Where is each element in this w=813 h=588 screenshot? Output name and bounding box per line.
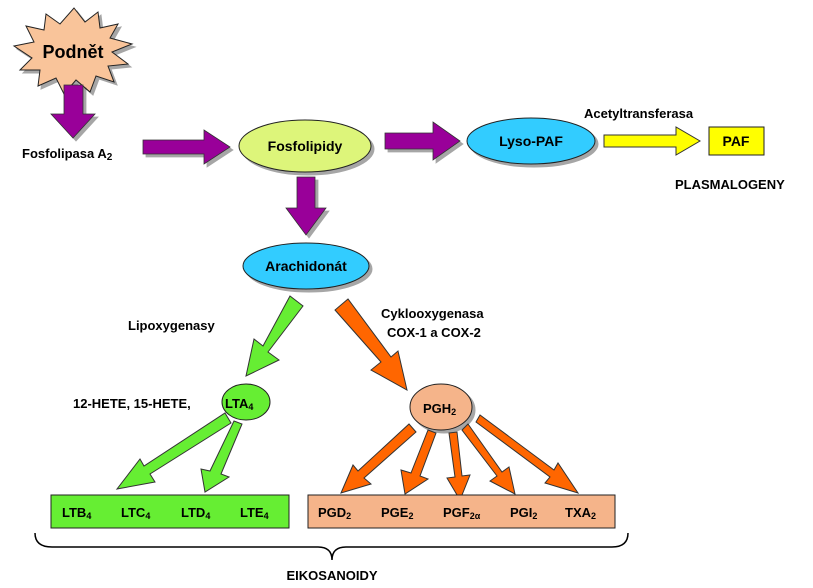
arrow-pgh-to-txa	[475, 414, 580, 494]
arrow-podnet-down	[50, 84, 96, 139]
hete-label: 12-HETE, 15-HETE,	[73, 396, 191, 411]
eikosanoidy-brace	[34, 532, 629, 561]
lyso-paf-node	[466, 117, 596, 165]
txa-label: TXA2	[565, 505, 596, 521]
lyso-paf-label: Lyso-PAF	[499, 133, 563, 149]
pgh-label: PGH2	[423, 401, 456, 417]
arachidonat-label: Arachidonát	[265, 258, 347, 274]
lta-label: LTA4	[225, 396, 253, 412]
arrow-pgh-to-pgi	[461, 423, 516, 495]
pgi-label: PGI2	[510, 505, 537, 521]
fosfolipasa-label: Fosfolipasa A2	[22, 146, 113, 163]
arrow-to-paf	[603, 126, 701, 156]
arrow-to-lyso-paf	[384, 121, 461, 161]
cox-label: COX-1 a COX-2	[387, 325, 481, 340]
arrow-to-pgh	[334, 298, 408, 391]
podnet-label: Podnět	[43, 42, 104, 62]
arrow-pgh-to-pge	[400, 429, 437, 495]
arrow-to-fosfolipidy	[142, 129, 231, 165]
pgd-label: PGD2	[318, 505, 351, 521]
plasmalogeny-label: PLASMALOGENY	[675, 177, 785, 192]
cyklooxygenasa-label: Cyklooxygenasa	[381, 306, 484, 321]
pgh-node	[409, 383, 473, 431]
acetyltransferasa-label: Acetyltransferasa	[584, 106, 694, 121]
arrow-to-arachidonat	[285, 176, 327, 236]
pgf-label: PGF2α	[443, 505, 481, 521]
lte-label: LTE4	[240, 505, 269, 521]
ltd-label: LTD4	[181, 505, 210, 521]
ltb-label: LTB4	[62, 505, 91, 521]
arrow-to-lta	[245, 295, 304, 377]
arrow-lta-to-ltd	[200, 420, 243, 493]
pge-label: PGE2	[381, 505, 413, 521]
lta-node	[221, 383, 271, 421]
ltc-label: LTC4	[121, 505, 150, 521]
paf-node	[708, 126, 765, 156]
arrow-pgh-to-pgd	[340, 423, 417, 494]
lipoxygenasy-label: Lipoxygenasy	[128, 318, 215, 333]
podnet-starburst	[12, 7, 134, 95]
arrow-lta-to-ltb	[115, 412, 232, 490]
arachidonat-node	[242, 242, 370, 290]
paf-label: PAF	[723, 133, 750, 149]
leukotrienes-box	[50, 494, 290, 529]
arrow-pgh-to-pgf	[446, 431, 471, 502]
fosfolipidy-label: Fosfolipidy	[268, 138, 343, 154]
prostanoids-box	[307, 494, 616, 529]
eikosanoidy-label: EIKOSANOIDY	[286, 568, 377, 583]
fosfolipidy-node	[238, 119, 372, 173]
